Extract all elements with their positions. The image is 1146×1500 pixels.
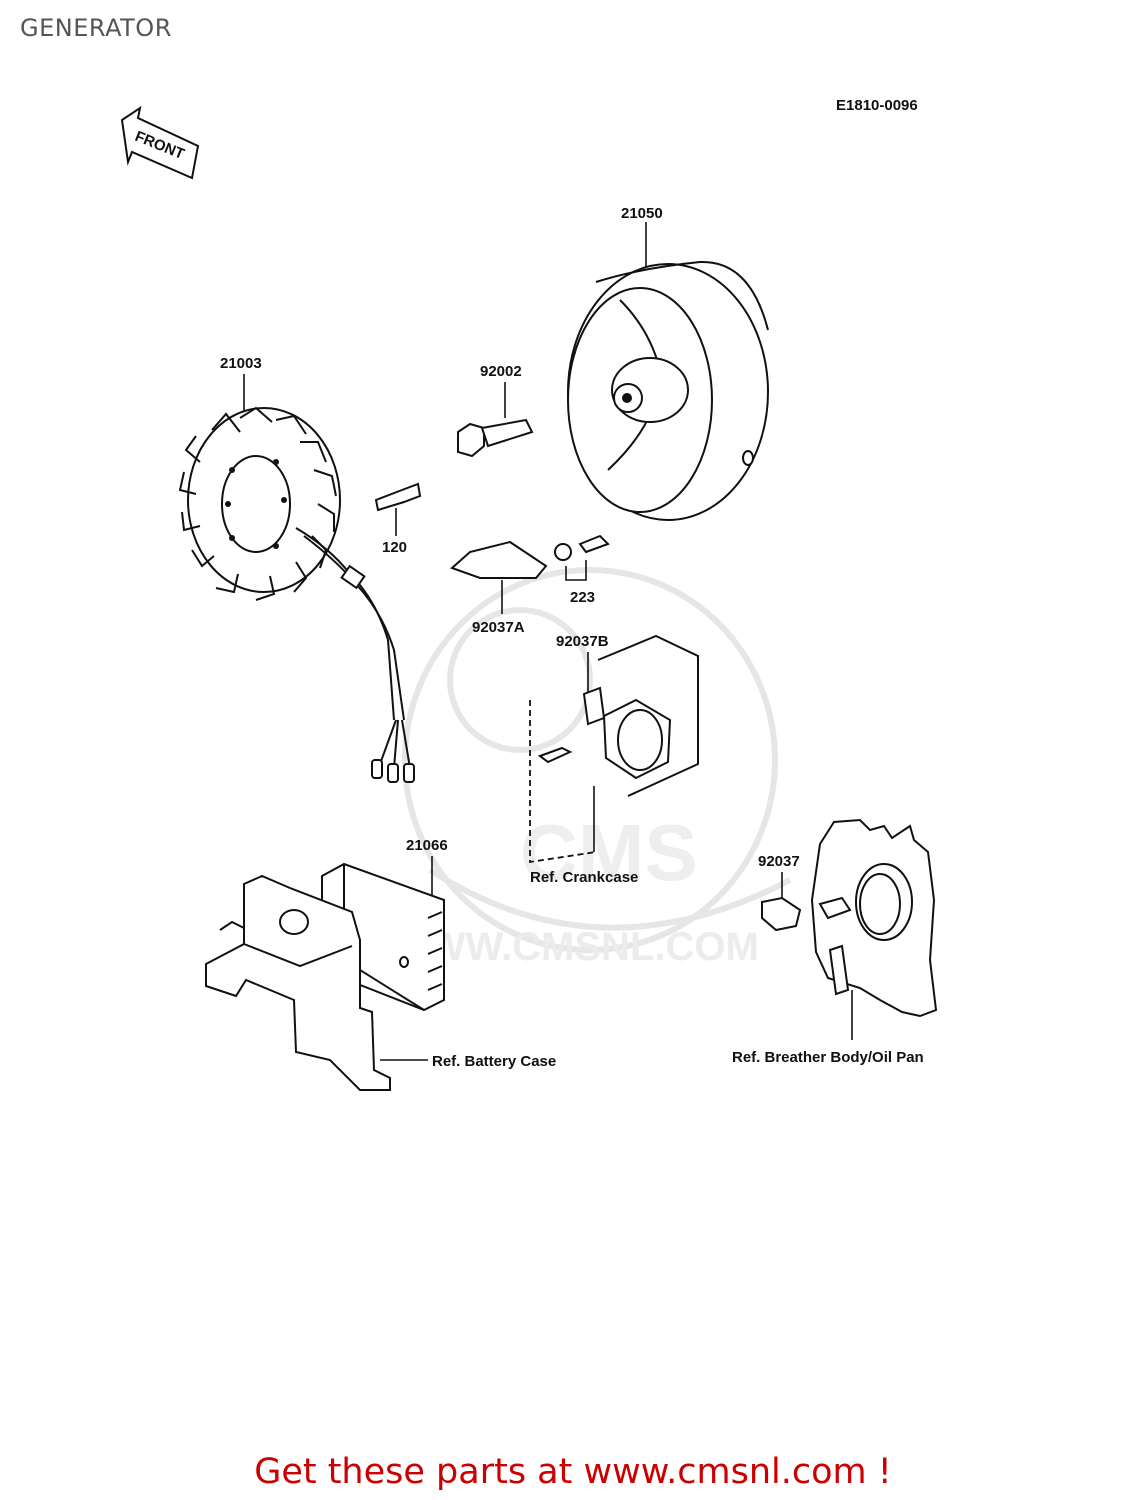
watermark-logo: CMS: [520, 808, 698, 897]
front-arrow-icon: FRONT: [120, 105, 200, 180]
screw-120: 120: [374, 482, 422, 556]
label-92037B: 92037B: [556, 633, 609, 650]
footer-link[interactable]: Get these parts at www.cmsnl.com !: [254, 1452, 892, 1492]
bolt-92002: 92002: [457, 363, 534, 458]
watermark: CMS WWW.CMSNL.COM: [390, 567, 792, 969]
label-92037A: 92037A: [472, 619, 525, 636]
ref-breather-oil-pan: Ref. Breather Body/Oil Pan: [732, 1049, 924, 1066]
regulator-21066: 21066 Ref. Battery Case: [205, 837, 556, 1091]
ref-crankcase: Ref. Crankcase: [530, 869, 638, 886]
breather-ref-group: 92037 Ref. Breather Body/Oil Pan: [732, 818, 938, 1066]
clamp-92037A: 92037A: [450, 540, 548, 636]
label-120: 120: [382, 539, 407, 556]
label-21066: 21066: [406, 837, 448, 854]
label-92037: 92037: [758, 853, 800, 870]
page-title: GENERATOR: [20, 14, 172, 42]
crankcase-ref-group: 92037B Ref. Crankcase: [529, 633, 699, 886]
watermark-text: WWW.CMSNL.COM: [390, 925, 759, 969]
diagram-code: E1810-0096: [836, 97, 918, 114]
label-21050: 21050: [621, 205, 663, 222]
ref-battery-case: Ref. Battery Case: [432, 1053, 556, 1070]
rotor-21050: 21050: [567, 205, 769, 521]
label-223: 223: [570, 589, 595, 606]
label-92002: 92002: [480, 363, 522, 380]
label-21003: 21003: [220, 355, 262, 372]
screw-223: 223: [554, 534, 610, 606]
stator-21003: 21003: [178, 355, 415, 783]
